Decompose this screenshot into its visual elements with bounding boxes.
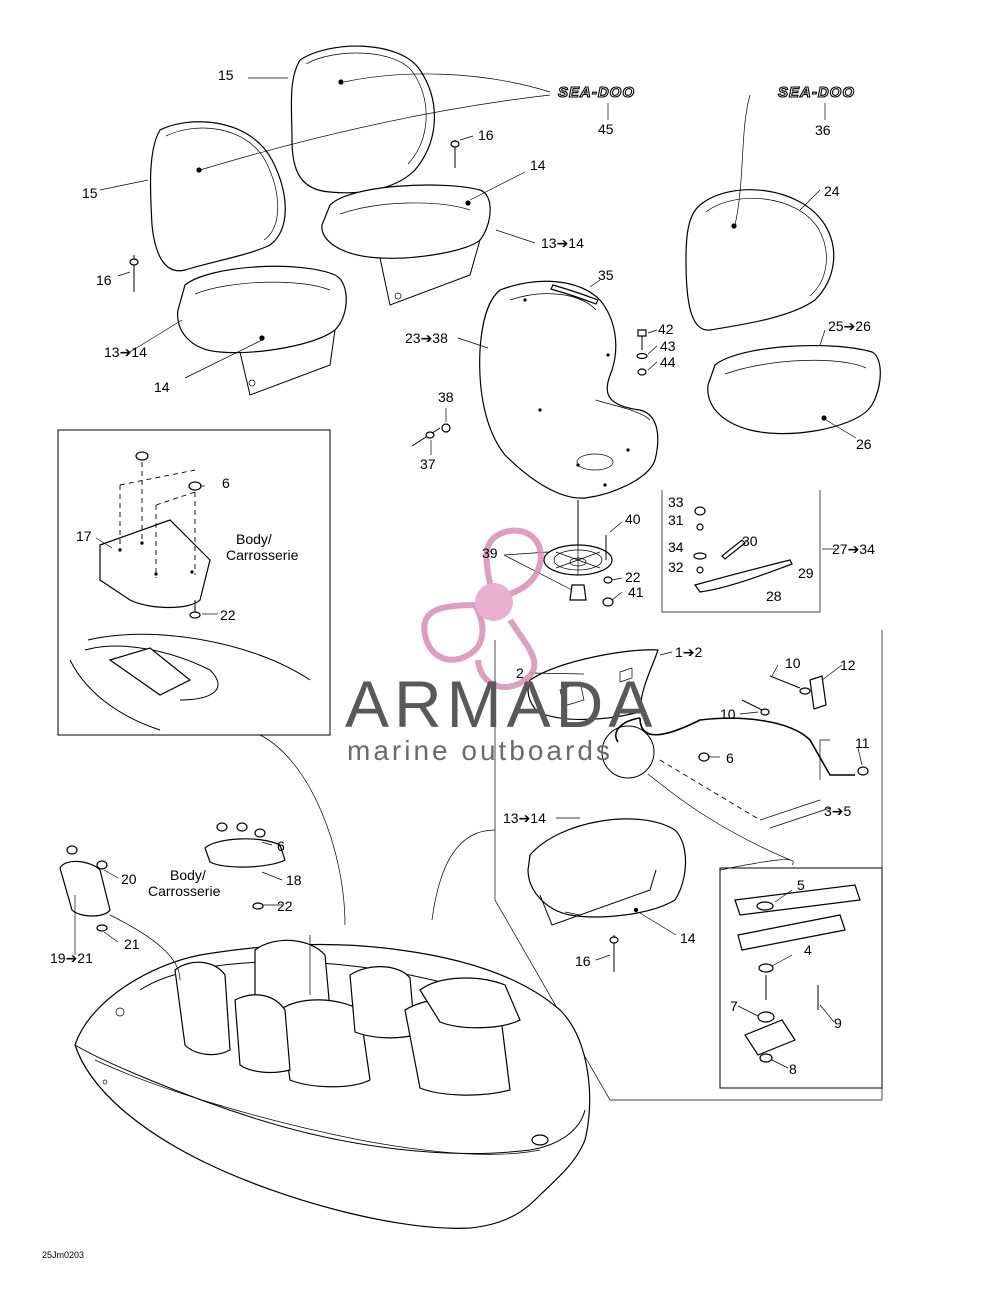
front-backrest-left: [149, 121, 286, 272]
label-30: 30: [742, 533, 758, 549]
seat-cushion-14-lower: [527, 818, 687, 972]
callout-labels: 15 15 16 16 14 13➔14 13➔14 14 45 36 24 2…: [42, 67, 875, 1260]
label-22-center: 22: [625, 569, 641, 585]
label-29: 29: [798, 565, 814, 581]
label-15-left: 15: [82, 185, 98, 201]
label-35: 35: [598, 267, 614, 283]
label-36: 36: [815, 122, 831, 138]
rear-backrest-left: [290, 45, 436, 194]
label-32: 32: [668, 559, 684, 575]
watermark-brand: ARMADA: [345, 667, 657, 741]
backrest-24: [685, 189, 835, 331]
label-28: 28: [766, 588, 782, 604]
drawing-code: 25Jm0203: [42, 1250, 84, 1260]
label-26: 26: [856, 436, 872, 452]
label-17: 17: [76, 528, 92, 544]
label-carrosserie-1: Carrosserie: [226, 547, 299, 563]
seadoo-logo-36: SEA-DOO: [775, 83, 879, 102]
label-39: 39: [482, 545, 498, 561]
inset-box-17: [57, 429, 331, 736]
label-21: 21: [124, 936, 140, 952]
label-14-top: 14: [530, 157, 546, 173]
svg-text:SEA-DOO: SEA-DOO: [558, 84, 635, 101]
label-6-frame: 6: [726, 750, 734, 766]
label-33: 33: [668, 494, 684, 510]
label-31: 31: [668, 512, 684, 528]
label-13-14-left: 13➔14: [104, 344, 147, 360]
label-6-inset: 6: [222, 475, 230, 491]
label-10-top: 10: [785, 655, 801, 671]
label-16-left: 16: [96, 272, 112, 288]
boat-hull: [74, 939, 591, 1229]
label-22-inset: 22: [220, 607, 236, 623]
label-42: 42: [658, 321, 674, 337]
rear-seat-cushion-left: [321, 184, 491, 306]
bracket-18: [204, 822, 286, 910]
bolt-42: [636, 329, 648, 376]
label-20: 20: [121, 871, 137, 887]
label-34: 34: [668, 539, 684, 555]
label-16-top: 16: [478, 127, 494, 143]
label-19-21: 19➔21: [50, 950, 93, 966]
label-45: 45: [598, 121, 614, 137]
label-body-2: Body/: [170, 867, 206, 883]
label-4: 4: [804, 942, 812, 958]
leader-lines: [74, 73, 863, 1069]
label-41: 41: [628, 584, 644, 600]
label-5: 5: [797, 877, 805, 893]
label-24: 24: [824, 183, 840, 199]
armada-watermark: ARMADA marine outboards: [345, 527, 657, 766]
label-40: 40: [625, 511, 641, 527]
label-6-bracket: 6: [277, 838, 285, 854]
label-11: 11: [855, 735, 870, 751]
frame-assembly-1-12: [494, 630, 883, 1101]
seat-base-23: [479, 280, 659, 499]
label-37: 37: [420, 456, 436, 472]
label-18: 18: [286, 872, 302, 888]
label-13-14-lower: 13➔14: [503, 810, 546, 826]
label-8: 8: [789, 1061, 797, 1077]
seat-cushion-26: [707, 344, 881, 435]
label-44: 44: [660, 354, 676, 370]
svg-text:SEA-DOO: SEA-DOO: [778, 84, 855, 101]
label-2: 2: [516, 665, 524, 681]
label-14-lower: 14: [680, 930, 696, 946]
latch-assembly-27-34: [661, 490, 821, 613]
label-43: 43: [660, 338, 676, 354]
label-14-left: 14: [154, 379, 170, 395]
label-16-lower: 16: [575, 953, 591, 969]
label-12: 12: [840, 657, 856, 673]
label-1-2: 1➔2: [675, 644, 703, 660]
watermark-tagline: marine outboards: [347, 735, 613, 766]
swivel-base-39: [543, 500, 614, 607]
label-27-34: 27➔34: [832, 541, 875, 557]
pin-16-upper: [450, 140, 460, 168]
label-9: 9: [834, 1015, 842, 1031]
label-15-top: 15: [218, 67, 234, 83]
label-22-bracket: 22: [277, 898, 293, 914]
circle-callout: [601, 725, 655, 779]
seadoo-logo-45: SEA-DOO: [555, 83, 659, 102]
label-25-26: 25➔26: [828, 318, 871, 334]
label-13-14-top: 13➔14: [541, 235, 584, 251]
label-carrosserie-2: Carrosserie: [148, 883, 221, 899]
propeller-icon: [421, 527, 544, 691]
label-7: 7: [730, 998, 738, 1014]
label-10-lower: 10: [720, 706, 736, 722]
bracket-19-21: [59, 845, 111, 932]
pin-16-left: [129, 255, 139, 292]
fastener-37-38: [411, 423, 451, 447]
front-seat-cushion-left: [177, 265, 347, 396]
hinge-inset-4-9: [719, 867, 883, 1089]
label-38: 38: [438, 389, 454, 405]
trim-strip-35: [550, 284, 599, 305]
label-body-1: Body/: [236, 531, 272, 547]
label-3-5: 3➔5: [824, 803, 852, 819]
label-23-38: 23➔38: [405, 330, 448, 346]
